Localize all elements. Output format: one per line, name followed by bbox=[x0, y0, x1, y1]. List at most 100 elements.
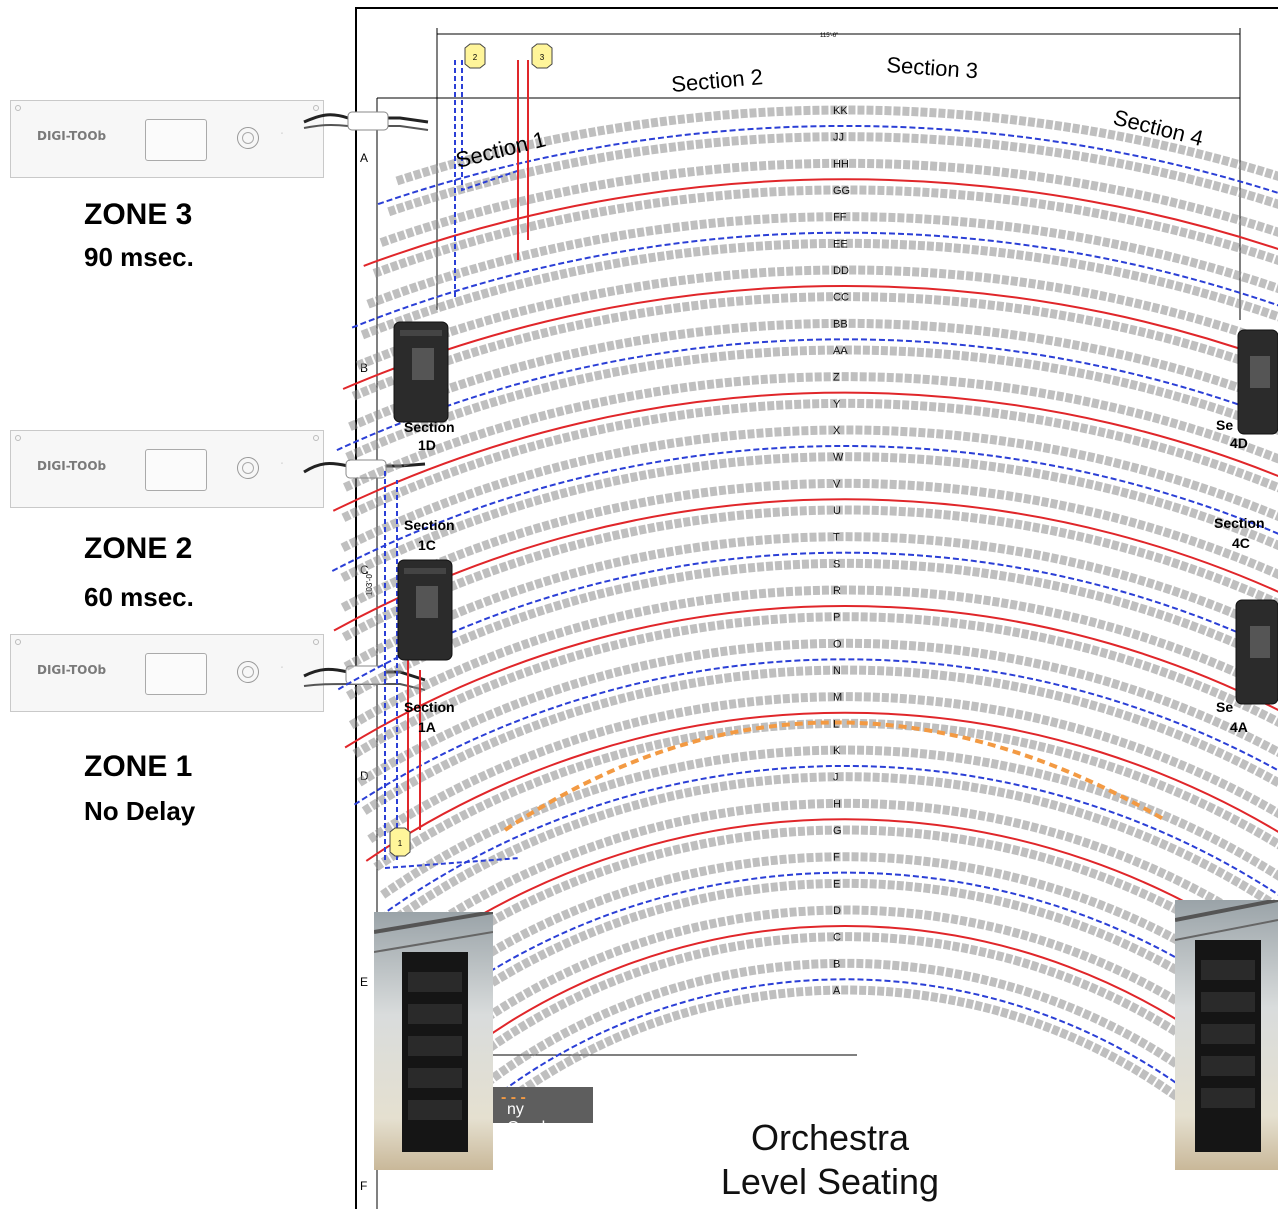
seat-row bbox=[387, 772, 1278, 926]
route-line-red bbox=[344, 605, 1278, 749]
signal-routes bbox=[331, 125, 1278, 1126]
seating-arcs bbox=[340, 105, 1278, 1134]
zone2-title: ZONE 2 bbox=[84, 532, 193, 565]
overhang-label: ny Overhang bbox=[507, 1101, 578, 1136]
marker-label: 1 bbox=[398, 839, 403, 848]
route-line-blue bbox=[351, 231, 1278, 329]
seat-row bbox=[348, 585, 1278, 729]
seat-row bbox=[352, 612, 1278, 758]
route-line-red bbox=[436, 925, 1254, 1076]
unit-display bbox=[145, 119, 207, 161]
route-line-blue bbox=[353, 658, 1278, 806]
seat-row bbox=[387, 132, 1278, 217]
route-line-red bbox=[342, 285, 1278, 390]
seat-row bbox=[422, 878, 1268, 1033]
row-letter: F bbox=[833, 852, 840, 864]
row-letter: R bbox=[833, 585, 841, 597]
row-letter: GG bbox=[833, 185, 850, 197]
section-2-title: Section 2 bbox=[670, 64, 764, 97]
row-letter: U bbox=[833, 505, 841, 517]
row-letter: A bbox=[833, 985, 841, 997]
row-letter: W bbox=[833, 452, 844, 464]
seat-row bbox=[341, 505, 1278, 642]
row-letter: Z bbox=[833, 372, 840, 384]
section-4c-label: Section bbox=[1214, 515, 1265, 531]
section-3-title: Section 3 bbox=[886, 52, 979, 83]
balcony-overhang-line bbox=[503, 720, 1167, 832]
row-letter: J bbox=[833, 772, 839, 784]
row-letter: BB bbox=[833, 318, 848, 330]
marker-1: 1 bbox=[389, 827, 411, 857]
zone1-delay: No Delay bbox=[84, 796, 196, 826]
route-line-blue bbox=[337, 551, 1278, 691]
section-1d-label: Section bbox=[404, 419, 455, 435]
led-icon: ◦ bbox=[281, 131, 284, 137]
line-array-icon bbox=[1175, 900, 1278, 1152]
screw-icon bbox=[15, 639, 21, 645]
grid-letter: E bbox=[360, 975, 368, 989]
seat-row bbox=[404, 825, 1278, 980]
seat-row bbox=[351, 292, 1278, 401]
seat-row bbox=[343, 532, 1278, 671]
seat-row bbox=[373, 718, 1278, 871]
led-icon: ◦ bbox=[281, 665, 284, 671]
feed-line-red bbox=[407, 660, 421, 840]
route-line-blue bbox=[336, 338, 1278, 452]
seat-row bbox=[345, 558, 1278, 700]
seat-row bbox=[367, 692, 1278, 843]
row-letter: G bbox=[833, 825, 842, 837]
seat-row bbox=[345, 345, 1278, 462]
zone3-title: ZONE 3 bbox=[84, 198, 193, 231]
seat-row bbox=[433, 905, 1257, 1059]
seat-row bbox=[342, 372, 1278, 492]
route-line-red bbox=[363, 178, 1278, 267]
row-letter: D bbox=[833, 905, 841, 917]
row-letter: O bbox=[833, 638, 842, 650]
seat-row bbox=[455, 958, 1235, 1110]
feed-line-blue bbox=[384, 857, 521, 869]
route-line-blue bbox=[331, 445, 1278, 572]
speaker-right-upper bbox=[1237, 329, 1278, 435]
knob-icon bbox=[237, 457, 259, 479]
marker-2: 2 bbox=[464, 43, 486, 69]
seat-row bbox=[467, 985, 1223, 1134]
line-array-icon bbox=[374, 912, 493, 1152]
unit-logo: DIGI-TOOb bbox=[37, 663, 107, 677]
seat-row bbox=[379, 158, 1278, 247]
row-letter: M bbox=[833, 692, 842, 704]
seat-row bbox=[366, 212, 1278, 309]
seat-row bbox=[355, 265, 1278, 370]
row-letter: EE bbox=[833, 238, 848, 250]
seat-row bbox=[356, 638, 1278, 787]
row-letter: B bbox=[833, 958, 840, 970]
section-1c-number: 1C bbox=[418, 537, 436, 553]
seat-row bbox=[372, 185, 1278, 278]
row-letter: V bbox=[833, 478, 841, 490]
seat-row bbox=[395, 105, 1278, 186]
screw-icon bbox=[313, 435, 319, 441]
seat-row bbox=[413, 852, 1277, 1007]
section-4a-number: 4A bbox=[1230, 719, 1248, 735]
speaker-right-lower bbox=[1235, 599, 1278, 705]
seat-row bbox=[340, 478, 1278, 612]
caption-line2: Level Seating bbox=[720, 1161, 940, 1202]
line-array-photo-right bbox=[1175, 900, 1278, 1170]
row-letter: T bbox=[833, 532, 840, 544]
seat-row bbox=[361, 665, 1278, 815]
marker-label: 2 bbox=[473, 53, 478, 62]
grid-letter: F bbox=[360, 1179, 367, 1193]
seat-row bbox=[395, 798, 1278, 954]
zone1-title: ZONE 1 bbox=[84, 750, 193, 783]
screw-icon bbox=[313, 639, 319, 645]
row-letter: X bbox=[833, 425, 841, 437]
grid-letter: A bbox=[360, 151, 368, 165]
row-letter: CC bbox=[833, 292, 849, 304]
section-1a-label: Section bbox=[404, 699, 455, 715]
zone3-delay-unit: DIGI-TOOb ◦ bbox=[10, 100, 324, 178]
unit-display bbox=[145, 449, 207, 491]
zone2-delay-unit: DIGI-TOOb ◦ bbox=[10, 430, 324, 508]
section-1a-number: 1A bbox=[418, 719, 436, 735]
grid-letter: D bbox=[360, 769, 369, 783]
section-4d-label: Se bbox=[1216, 417, 1233, 433]
row-letter: HH bbox=[833, 158, 849, 170]
